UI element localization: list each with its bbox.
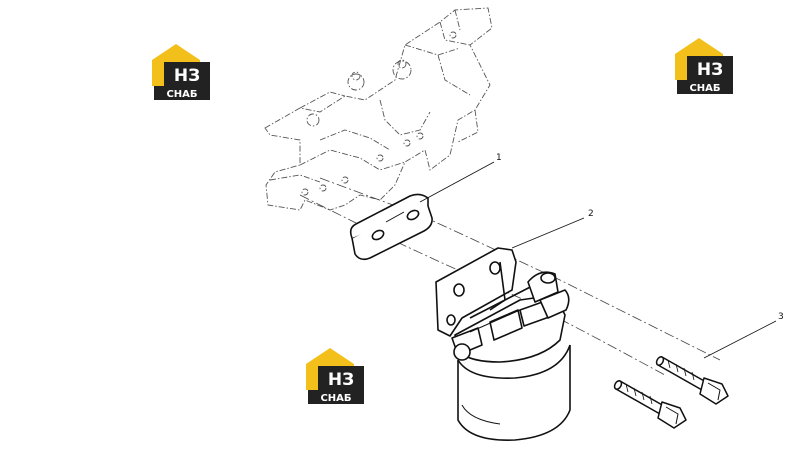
logo-brand-text: СНАБ xyxy=(320,393,351,404)
logo-dark-block xyxy=(687,56,733,80)
logo-dark-block xyxy=(318,366,364,390)
logo-brand-text: СНАБ xyxy=(166,89,197,100)
brand-logo-watermark: НЗ СНАБ xyxy=(673,36,735,94)
logo-bottom-band xyxy=(308,390,364,404)
leader-lines xyxy=(419,161,777,359)
spacer-gasket-part-1 xyxy=(349,193,433,261)
mounting-bracket-phantom xyxy=(264,7,493,211)
callout-2: 2 xyxy=(588,209,594,219)
logo-dark-block xyxy=(164,62,210,86)
logo-mark-text: НЗ xyxy=(697,60,723,80)
callout-3: 3 xyxy=(778,312,784,322)
callout-1: 1 xyxy=(496,153,502,163)
fuel-filter-assembly-part-2 xyxy=(435,247,571,441)
mounting-bolts-part-3 xyxy=(613,356,729,429)
logo-mark-text: НЗ xyxy=(174,66,200,86)
logo-bottom-band xyxy=(154,86,210,100)
logo-bottom-band xyxy=(677,80,733,94)
logo-mark-text: НЗ xyxy=(328,370,354,390)
brand-logo-watermark: НЗ СНАБ xyxy=(150,42,212,100)
logo-brand-text: СНАБ xyxy=(689,83,720,94)
brand-logo-watermark: НЗ СНАБ xyxy=(304,346,366,404)
